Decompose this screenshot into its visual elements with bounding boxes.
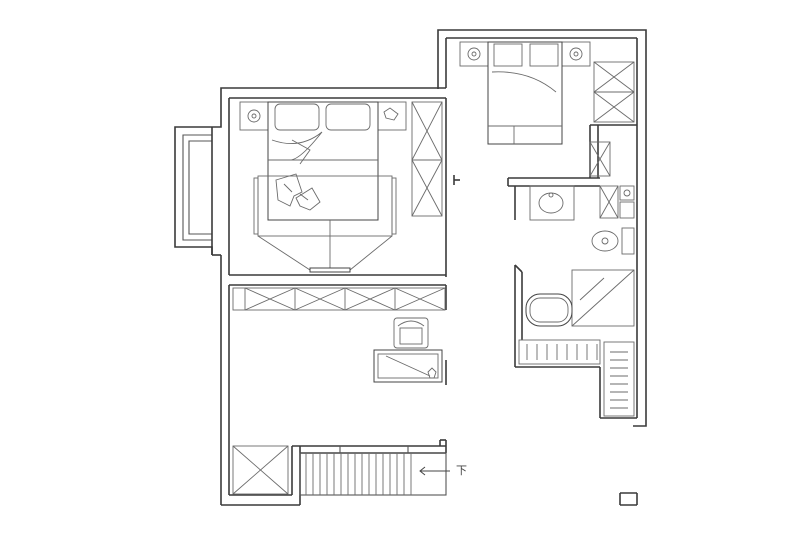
bay-window: [174, 126, 213, 255]
living-area: [232, 287, 446, 495]
interior-walls: [229, 124, 637, 505]
bedroom-left: [239, 101, 443, 273]
bathroom: [518, 185, 635, 417]
exterior-walls: [212, 29, 647, 506]
stair-direction-label: 下: [456, 464, 467, 477]
bedroom-master: [459, 41, 635, 177]
staircase: 下: [299, 452, 467, 496]
